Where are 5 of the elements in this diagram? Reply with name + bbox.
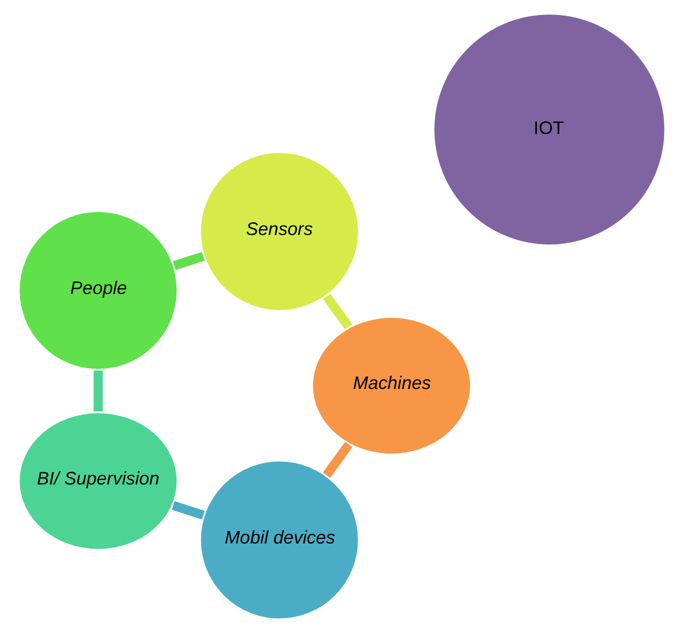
connector	[322, 293, 352, 329]
connector	[322, 441, 352, 478]
connector	[93, 370, 102, 411]
connector	[171, 500, 204, 520]
connector	[172, 251, 204, 270]
